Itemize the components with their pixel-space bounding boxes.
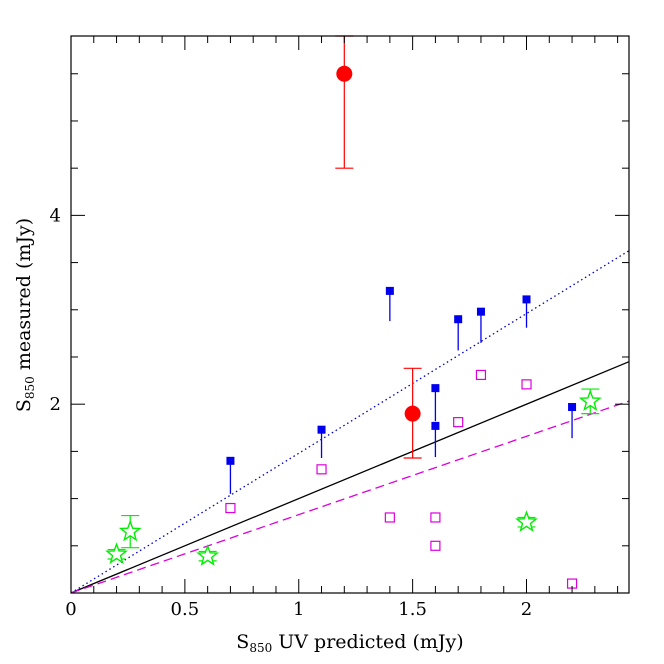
x-tick-label: 0.5 [171,599,200,620]
x-tick-label: 1 [293,599,304,620]
fit-lines [70,250,630,594]
magenta-open-square-marker [225,502,236,514]
blue-filled-square-marker [476,307,485,316]
tick-labels: 0 0.5 1 1.5 2 2 4 [50,205,533,620]
blue-filled-square-marker [317,425,326,434]
blue-filled-square-marker [431,384,440,393]
y-axis-title-suffix: measured (mJy) [13,218,35,376]
axes [70,36,629,594]
y-axis-title-prefix: S [13,399,35,412]
dashed-fit-line [70,400,630,594]
blue-filled-square-marker [385,286,394,295]
y-axis-title: S850 measured (mJy) [13,218,37,412]
x-tick-label: 2 [521,599,532,620]
blue-filled-square-marker [226,456,235,465]
data-points [105,35,602,589]
y-axis-title-subscript: 850 [23,376,37,399]
magenta-open-square-marker [453,417,464,428]
y-tick-label: 4 [50,205,61,226]
solid-fit-line [70,361,630,594]
magenta-open-square-marker [521,379,532,390]
blue-filled-square-marker [431,421,440,430]
magenta-open-square-marker [475,369,487,381]
red-filled-circle-marker [336,65,353,82]
green-open-star-marker [118,519,142,542]
magenta-open-square-marker [384,512,395,523]
red-filled-circle-marker [404,405,421,422]
x-axis-title-subscript: 850 [249,641,272,655]
blue-filled-square-marker [454,315,463,324]
green-open-star-marker [515,510,538,532]
magenta-open-square-marker [316,464,327,475]
y-tick-label: 2 [50,394,61,415]
x-axis-title-prefix: S [236,631,249,653]
x-tick-label: 0 [65,599,76,620]
x-tick-label: 1.5 [398,599,427,620]
green-open-star-marker [105,542,128,564]
blue-filled-square-marker [568,403,577,412]
dotted-fit-line [70,250,630,594]
plot-frame [70,35,630,594]
green-open-star-marker [196,544,220,566]
x-axis-title: S850 UV predicted (mJy) [236,631,463,655]
blue-filled-square-marker [522,295,531,304]
x-axis-title-suffix: UV predicted (mJy) [272,631,463,653]
magenta-open-square-marker [430,512,441,523]
green-open-star-marker [578,389,602,412]
magenta-open-square-marker [430,540,441,551]
